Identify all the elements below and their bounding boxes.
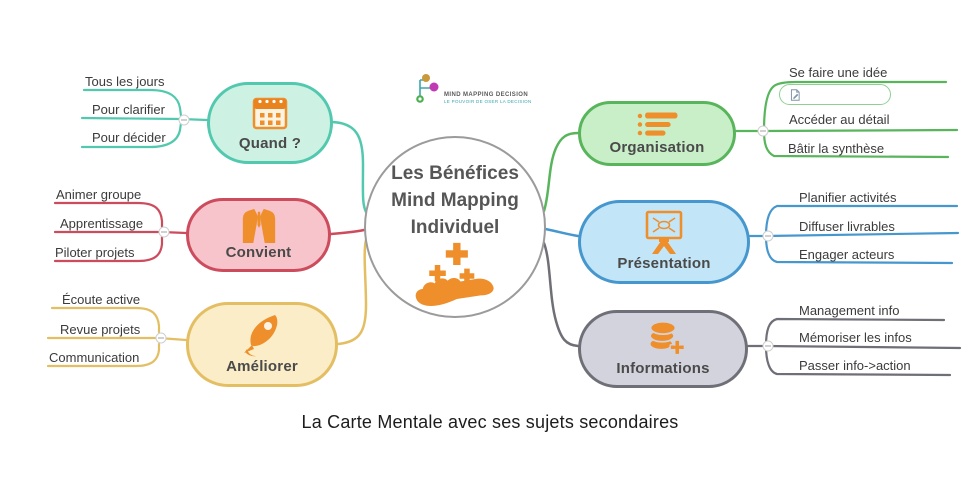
image-caption: La Carte Mentale avec ses sujets seconda… [301, 412, 679, 432]
subtopic-label: Apprentissage [60, 216, 144, 231]
rocket-icon [244, 315, 278, 357]
topic-label: Informations [616, 360, 710, 377]
logo-tagline: LE POUVOIR DE OSER LA DECISION [444, 99, 532, 104]
topic-node-ameliorer: Améliorer [186, 302, 338, 387]
topic-label: Organisation [609, 139, 705, 156]
central-title-line: Mind Mapping [391, 190, 519, 211]
subtopic-label: Mémoriser les infos [799, 330, 912, 345]
topic-label: Présentation [617, 255, 711, 272]
topic-node-informations: Informations [578, 310, 748, 388]
calendar-icon [252, 97, 288, 130]
subtopic-label: Diffuser livrables [799, 219, 895, 234]
subtopic-note-box [779, 84, 891, 105]
subtopic-label: Tous les jours [85, 74, 165, 89]
subtopic-label: Passer info->action [799, 358, 911, 373]
subtopic-label: Piloter projets [55, 245, 135, 260]
topic-label: Quand ? [238, 135, 302, 152]
topic-node-convient: Convient [186, 198, 331, 272]
subtopic-label: Management info [799, 303, 900, 318]
document-pencil-icon [790, 88, 800, 101]
topic-label: Améliorer [226, 358, 298, 375]
central-title-line: Les Bénéfices [391, 163, 519, 184]
subtopic-label: Animer groupe [56, 187, 142, 202]
subtopic-label: Engager acteurs [799, 247, 895, 262]
topic-label: Convient [225, 244, 292, 261]
subtopic-label: Se faire une idée [789, 65, 888, 80]
logo-mindmap-glyph [416, 74, 439, 103]
brand-logo: MIND MAPPING DECISION LE POUVOIR DE OSER… [414, 72, 532, 104]
central-topic: Les Bénéfices Mind Mapping Individuel [364, 136, 546, 318]
subtopic-label: Écoute active [62, 292, 141, 307]
subtopic-label: Communication [49, 350, 140, 365]
presentation-icon [645, 210, 683, 254]
topic-node-quand: Quand ? [207, 82, 333, 164]
hand-sparkles-icon [415, 242, 494, 306]
subtopic-label: Bâtir la synthèse [788, 141, 885, 156]
list-icon [637, 112, 678, 136]
subtopic-label: Revue projets [60, 322, 141, 337]
topic-node-presentation: Présentation [578, 200, 750, 284]
central-title-line: Individuel [410, 217, 500, 238]
collapse-markers [155, 114, 774, 352]
topic-node-organisation: Organisation [578, 101, 736, 166]
central-topic-title: Les Bénéfices Mind Mapping Individuel [391, 160, 519, 241]
subtopic-label: Planifier activités [799, 190, 897, 205]
subtopic-label: Pour clarifier [92, 102, 165, 117]
logo-text: MIND MAPPING DECISION LE POUVOIR DE OSER… [444, 92, 532, 104]
logo-brand-name: MIND MAPPING DECISION [444, 92, 529, 98]
suit-icon [242, 208, 275, 244]
database-icon [648, 320, 686, 356]
subtopic-label: Accéder au détail [789, 112, 890, 127]
subtopic-label: Pour décider [92, 130, 166, 145]
